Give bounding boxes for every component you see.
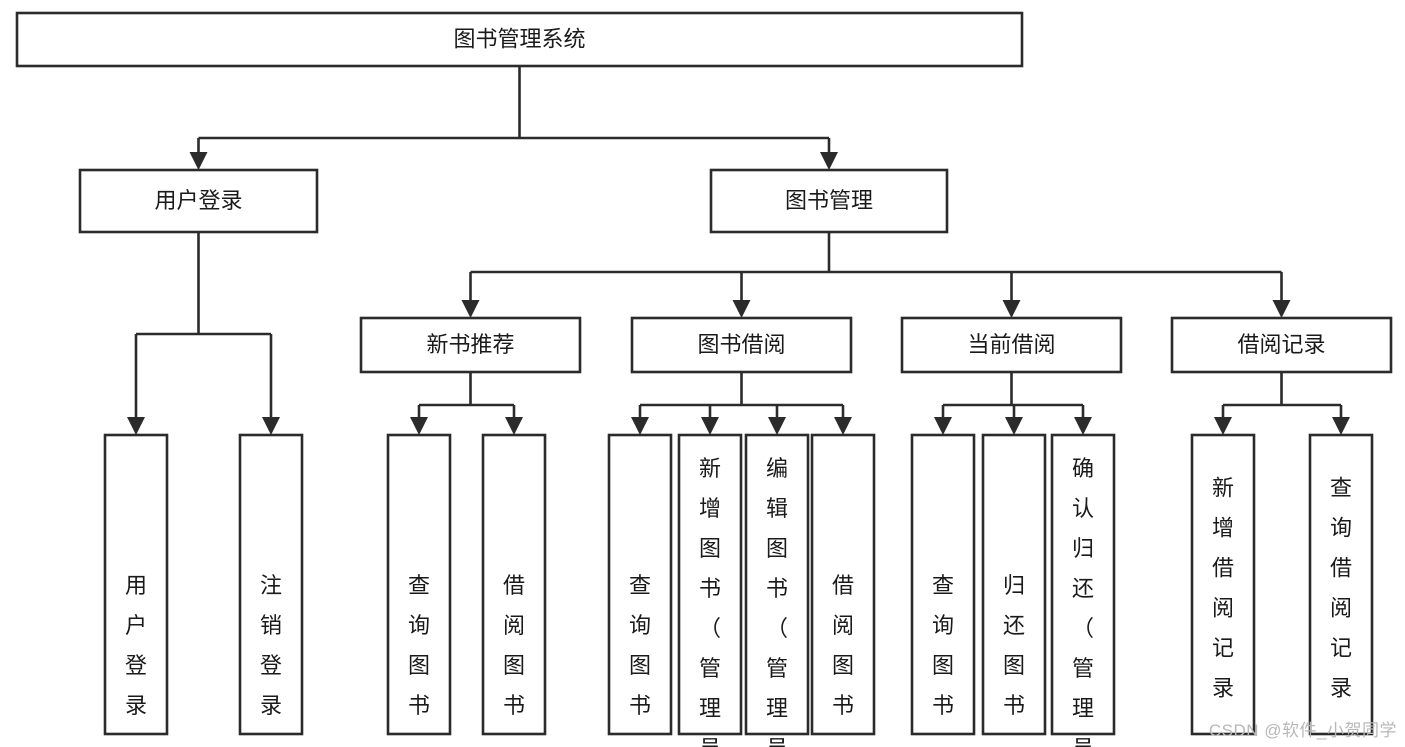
node-user-login[interactable]: 用户登录	[78, 168, 319, 234]
bm-to-book-borrow-arrowhead	[732, 300, 751, 318]
csdn-watermark: CSDN @软件_小贺同学	[1208, 721, 1397, 740]
node-label-book-manage: 图书管理	[785, 188, 873, 213]
node-label-undefined: 图书管理系统	[453, 26, 585, 51]
node-leaf-query-record[interactable]: 查询借阅记录	[1308, 433, 1374, 736]
node-label-new-book-recommend: 新书推荐	[426, 332, 514, 357]
node-new-book-recommend[interactable]: 新书推荐	[359, 316, 582, 374]
node-leaf-add-book[interactable]: 新增图书（管理员）	[677, 433, 743, 747]
node-label-leaf-borrow-book-rec: 借阅图书	[503, 573, 525, 718]
node-label-user-login: 用户登录	[154, 188, 242, 213]
node-layer: 图书管理系统用户登录图书管理新书推荐图书借阅当前借阅借阅记录用户登录注销登录查询…	[15, 11, 1393, 747]
node-box-leaf-edit-book[interactable]	[744, 433, 810, 736]
node-label-book-borrow: 图书借阅	[697, 332, 785, 357]
node-leaf-logout[interactable]: 注销登录	[238, 433, 304, 736]
new-book-recommend-to-leaf-query-book-rec-arrowhead	[410, 417, 428, 435]
bm-to-new-book-recommend-arrowhead	[461, 300, 480, 318]
node-box-leaf-borrow-book-rec[interactable]	[481, 433, 547, 736]
node-label-leaf-return-book: 归还图书	[1003, 573, 1025, 718]
node-box-leaf-query-book-rec[interactable]	[386, 433, 452, 736]
node-borrow-record[interactable]: 借阅记录	[1170, 316, 1393, 374]
connector-layer	[127, 66, 1350, 435]
node-label-leaf-query-record: 查询借阅记录	[1330, 476, 1352, 701]
node-label-leaf-query-book-cur: 查询图书	[932, 573, 954, 718]
node-box-leaf-add-book[interactable]	[677, 433, 743, 736]
node-leaf-return-book[interactable]: 归还图书	[981, 433, 1047, 736]
node-box-undefined[interactable]	[15, 11, 1024, 68]
book-borrow-to-leaf-add-book-arrowhead	[701, 417, 719, 435]
borrow-record-to-leaf-add-record-arrowhead	[1214, 417, 1232, 435]
bm-to-borrow-record-arrowhead	[1272, 300, 1291, 318]
node-label-leaf-query-book: 查询图书	[629, 573, 651, 718]
node-book-borrow[interactable]: 图书借阅	[630, 316, 853, 374]
book-borrow-to-leaf-borrow-book-arrowhead	[834, 417, 852, 435]
node-label-leaf-logout: 注销登录	[260, 573, 282, 718]
node-box-new-book-recommend[interactable]	[359, 316, 582, 374]
node-box-leaf-logout[interactable]	[238, 433, 304, 736]
node-label-leaf-edit-book: 编辑图书（管理员）	[766, 456, 788, 747]
current-borrow-to-leaf-confirm-return-arrowhead	[1074, 417, 1092, 435]
node-box-leaf-query-book-cur[interactable]	[910, 433, 976, 736]
node-label-leaf-borrow-book: 借阅图书	[832, 573, 854, 718]
node-label-leaf-add-record: 新增借阅记录	[1212, 476, 1234, 701]
node-box-book-manage[interactable]	[709, 168, 949, 234]
node-undefined[interactable]: 图书管理系统	[15, 11, 1024, 68]
node-box-leaf-return-book[interactable]	[981, 433, 1047, 736]
node-label-borrow-record: 借阅记录	[1237, 332, 1325, 357]
borrow-record-to-leaf-query-record-arrowhead	[1332, 417, 1350, 435]
new-book-recommend-to-leaf-borrow-book-rec-arrowhead	[505, 417, 523, 435]
node-leaf-query-book-cur[interactable]: 查询图书	[910, 433, 976, 736]
node-leaf-confirm-return[interactable]: 确认归还（管理员）	[1050, 433, 1116, 747]
node-label-current-borrow: 当前借阅	[967, 332, 1055, 357]
node-label-leaf-query-book-rec: 查询图书	[408, 573, 430, 718]
node-leaf-borrow-book[interactable]: 借阅图书	[810, 433, 876, 736]
node-box-leaf-confirm-return[interactable]	[1050, 433, 1116, 736]
node-box-current-borrow[interactable]	[900, 316, 1123, 374]
node-leaf-edit-book[interactable]: 编辑图书（管理员）	[744, 433, 810, 747]
node-box-leaf-query-record[interactable]	[1308, 433, 1374, 736]
root-to-book-manage-arrowhead	[820, 152, 838, 170]
node-leaf-query-book-rec[interactable]: 查询图书	[386, 433, 452, 736]
node-leaf-add-record[interactable]: 新增借阅记录	[1190, 433, 1256, 736]
node-leaf-query-book[interactable]: 查询图书	[607, 433, 673, 736]
node-label-leaf-user-login: 用户登录	[125, 573, 147, 718]
user-login-to-leaf-logout-arrowhead	[262, 417, 280, 435]
root-to-user-login-arrowhead	[189, 152, 208, 170]
node-box-book-borrow[interactable]	[630, 316, 853, 374]
node-box-leaf-user-login[interactable]	[103, 433, 169, 736]
book-borrow-to-leaf-edit-book-arrowhead	[768, 417, 786, 435]
node-book-manage[interactable]: 图书管理	[709, 168, 949, 234]
node-label-leaf-add-book: 新增图书（管理员）	[699, 456, 721, 747]
current-borrow-to-leaf-return-book-arrowhead	[1005, 417, 1023, 435]
node-box-leaf-query-book[interactable]	[607, 433, 673, 736]
node-box-leaf-add-record[interactable]	[1190, 433, 1256, 736]
current-borrow-to-leaf-query-book-cur-arrowhead	[934, 417, 952, 435]
node-leaf-borrow-book-rec[interactable]: 借阅图书	[481, 433, 547, 736]
node-box-user-login[interactable]	[78, 168, 319, 234]
node-box-leaf-borrow-book[interactable]	[810, 433, 876, 736]
bm-to-current-borrow-arrowhead	[1002, 300, 1021, 318]
node-current-borrow[interactable]: 当前借阅	[900, 316, 1123, 374]
user-login-to-leaf-user-login-arrowhead	[127, 417, 145, 435]
node-label-leaf-confirm-return: 确认归还（管理员）	[1072, 456, 1094, 747]
book-borrow-to-leaf-query-book-arrowhead	[631, 417, 649, 435]
node-leaf-user-login[interactable]: 用户登录	[103, 433, 169, 736]
node-box-borrow-record[interactable]	[1170, 316, 1393, 374]
